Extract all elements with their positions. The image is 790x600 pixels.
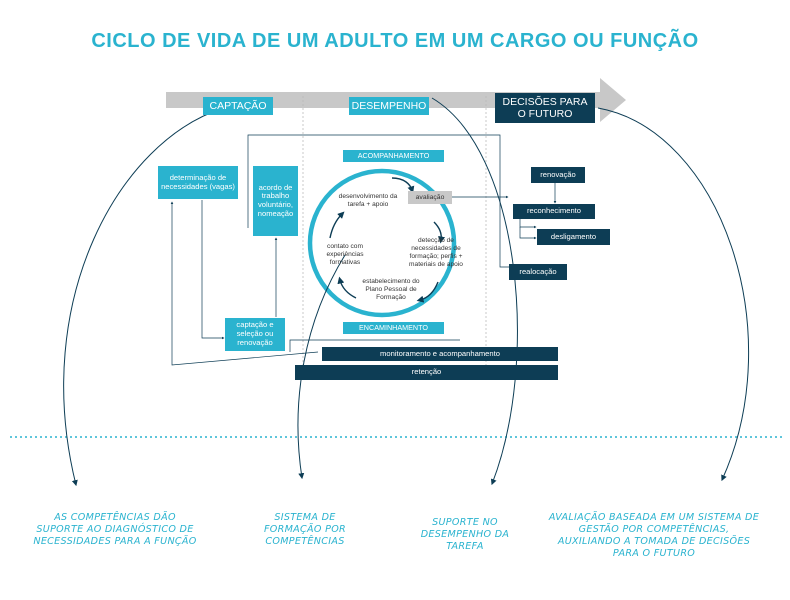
note-avaliacao: AVALIAÇÃO BASEADA EM UM SISTEMA DE GESTÃ… [548,512,760,559]
box-captacao-selecao: captação e seleção ou renovação [225,318,285,351]
box-acordo: acordo de trabalho voluntário, nomeação [253,166,298,236]
note-suporte-desempenho: SUPORTE NO DESEMPENHO DA TAREFA [420,517,510,552]
cycle-desenvolvimento: desenvolvimento da tarefa + apoio [338,193,398,208]
bar-monitoramento: monitoramento e acompanhamento [322,347,558,361]
box-acompanhamento: ACOMPANHAMENTO [343,150,444,162]
arrow-captacao [63,107,225,487]
note-sistema-formacao: SISTEMA DE FORMAÇÃO POR COMPETÊNCIAS [263,512,347,547]
box-determinacao: determinação de necessidades (vagas) [158,166,238,199]
box-reconhecimento: reconhecimento [513,204,595,219]
cycle-estabelecimento: estabelecimento do Plano Pessoal de Form… [362,278,420,301]
box-avaliacao: avaliação [408,191,452,204]
phase-desempenho: DESEMPENHO [349,97,429,115]
box-desligamento: desligamento [537,229,610,245]
note-competencias: AS COMPETÊNCIAS DÃO SUPORTE AO DIAGNÓSTI… [33,512,197,547]
phase-decisoes: DECISÕES PARA O FUTURO [495,93,595,123]
formation-cycle-ring [307,168,457,318]
box-encaminhamento: ENCAMINHAMENTO [343,322,444,334]
phase-captacao: CAPTAÇÃO [203,97,273,115]
cycle-deteccao: detecção de necessidades de formação; pe… [409,237,463,268]
arrow-decisoes [597,107,750,482]
box-renovacao: renovação [531,167,585,183]
arrow-formacao [297,254,346,480]
arrow-desempenho [431,97,518,486]
cycle-contato: contato com experiências formativas [326,243,364,266]
page-title: CICLO DE VIDA DE UM ADULTO EM UM CARGO O… [91,30,699,52]
box-realocacao: realocação [509,264,567,280]
bar-retencao: retenção [295,365,558,380]
